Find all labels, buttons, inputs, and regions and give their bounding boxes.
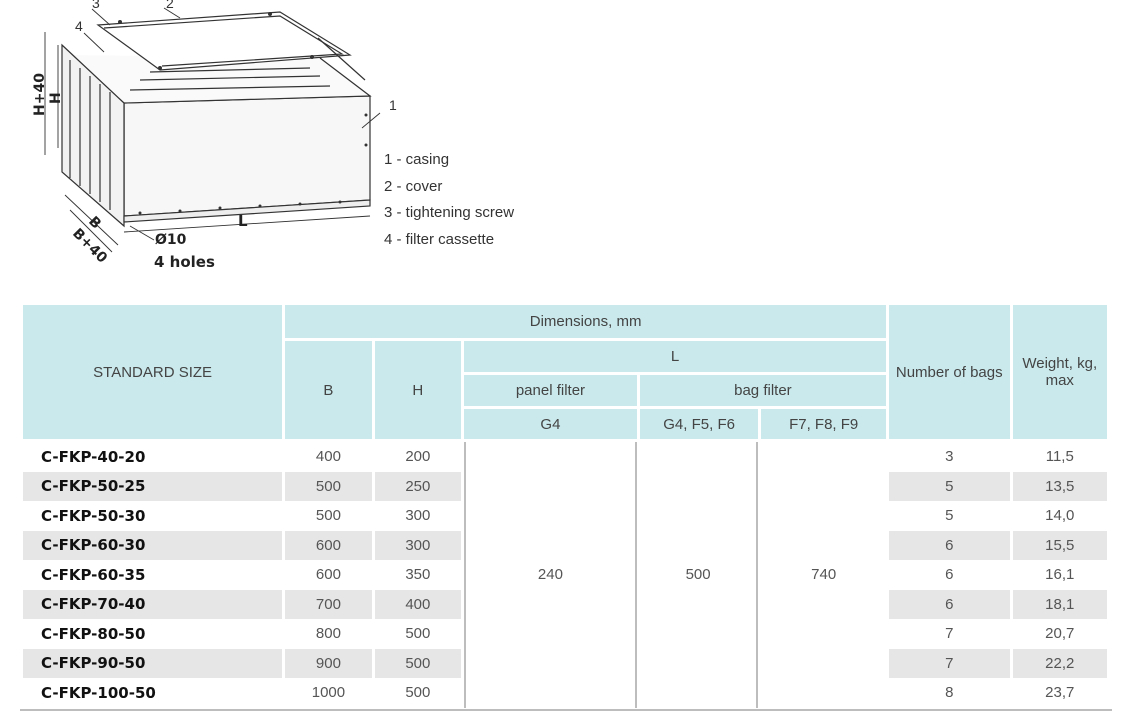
hole-diameter-label: Ø10 xyxy=(155,232,187,248)
standard-size-table: STANDARD SIZE Dimensions, mm Number of b… xyxy=(20,305,1110,708)
table-row: C-FKP-90-50 900 500 7 22,2 xyxy=(23,648,1107,678)
header-panel-filter: panel filter xyxy=(464,375,637,409)
cell-bags: 3 xyxy=(945,448,954,466)
header-bag-filter: bag filter xyxy=(639,375,886,409)
legend-item: 2 - cover xyxy=(384,177,443,195)
cell-h: 500 xyxy=(405,684,431,702)
header-number-of-bags: Number of bags xyxy=(888,305,1010,442)
callout-2: 2 xyxy=(166,0,174,11)
cell-size: C-FKP-50-25 xyxy=(23,471,283,501)
cell-bags: 6 xyxy=(888,530,1010,560)
table-row: C-FKP-70-40 700 400 6 18,1 xyxy=(23,589,1107,619)
cell-bags: 8 xyxy=(945,684,954,702)
callout-1: 1 xyxy=(389,97,397,113)
table-row: C-FKP-60-30 600 300 6 15,5 xyxy=(23,530,1107,560)
callout-3: 3 xyxy=(92,0,100,11)
cell-weight: 18,1 xyxy=(1012,589,1107,619)
header-b: B xyxy=(285,341,372,442)
table-row: C-FKP-80-50 800 500 7 20,7 xyxy=(23,619,1107,649)
filter-box-illustration: 3 2 4 1 H+40 H B B+40 L xyxy=(32,0,397,267)
cell-h: 400 xyxy=(374,589,462,619)
cell-weight: 14,0 xyxy=(1045,507,1075,525)
legend-item: 1 - casing xyxy=(384,151,450,168)
cell-h: 200 xyxy=(405,448,431,466)
legend-item: 4 - filter cassette xyxy=(384,230,495,248)
table-row: C-FKP-40-20 400 200 240 500 740 3 11,5 xyxy=(23,442,1107,708)
legend-item: 3 - tightening screw xyxy=(384,204,515,222)
header-f7-f8-f9: F7, F8, F9 xyxy=(761,409,886,442)
cell-size: C-FKP-100-50 xyxy=(41,683,156,702)
dim-h: H xyxy=(48,92,64,104)
cell-h: 300 xyxy=(405,507,431,525)
cell-weight: 15,5 xyxy=(1012,530,1107,560)
table-row: C-FKP-100-50 1000 500 8 23,7 xyxy=(23,678,1107,708)
cell-h: 250 xyxy=(374,471,462,501)
table-row: C-FKP-50-30 500 300 5 14,0 xyxy=(23,501,1107,531)
cell-b: 400 xyxy=(315,448,341,466)
cell-bags: 6 xyxy=(888,589,1010,619)
cell-weight: 11,5 xyxy=(1045,448,1074,466)
filter-box-drawing: 3 2 4 1 H+40 H B B+40 L Ø10 4 holes xyxy=(0,0,560,290)
cell-bags: 7 xyxy=(888,648,1010,678)
cell-b: 800 xyxy=(315,625,341,643)
cell-b: 1000 xyxy=(311,684,346,702)
header-weight: Weight, kg, max xyxy=(1012,305,1107,442)
cell-h: 500 xyxy=(405,625,431,643)
cell-bag-filter-l-g4f5f6: 500 xyxy=(640,442,759,708)
header-standard-size: STANDARD SIZE xyxy=(23,305,283,442)
table-row: C-FKP-60-35 600 350 6 16,1 xyxy=(23,560,1107,590)
cell-weight: 16,1 xyxy=(1045,566,1075,584)
cell-size: C-FKP-40-20 xyxy=(41,447,146,466)
cell-b: 600 xyxy=(285,530,372,560)
cell-size: C-FKP-50-30 xyxy=(41,506,146,525)
cell-b: 700 xyxy=(285,589,372,619)
cell-weight: 13,5 xyxy=(1012,471,1107,501)
cell-h: 350 xyxy=(405,566,431,584)
parts-legend: 1 - casing 2 - cover 3 - tightening scre… xyxy=(384,147,514,253)
holes-count-label: 4 holes xyxy=(154,253,215,271)
header-dimensions: Dimensions, mm xyxy=(285,305,886,341)
header-h: H xyxy=(374,341,462,442)
header-g4-f5-f6: G4, F5, F6 xyxy=(639,409,759,442)
cell-size: C-FKP-70-40 xyxy=(23,589,283,619)
cell-size: C-FKP-80-50 xyxy=(41,624,146,643)
cell-b: 600 xyxy=(315,566,341,584)
cell-size: C-FKP-60-35 xyxy=(41,565,146,584)
cell-bag-filter-l-f7f8f9: 740 xyxy=(811,566,837,584)
cell-weight: 22,2 xyxy=(1012,648,1107,678)
cell-bags: 7 xyxy=(945,625,954,643)
cell-b: 500 xyxy=(285,471,372,501)
cell-bags: 5 xyxy=(888,471,1010,501)
cell-size: C-FKP-60-30 xyxy=(23,530,283,560)
cell-h: 500 xyxy=(374,648,462,678)
cell-bags: 6 xyxy=(945,566,954,584)
header-l: L xyxy=(464,341,886,375)
cell-b: 900 xyxy=(285,648,372,678)
cell-weight: 23,7 xyxy=(1045,684,1075,702)
header-g4: G4 xyxy=(464,409,637,442)
table-bottom-rule xyxy=(20,709,1112,711)
callout-4: 4 xyxy=(75,18,83,34)
cell-h: 300 xyxy=(374,530,462,560)
cell-bags: 5 xyxy=(945,507,954,525)
cell-b: 500 xyxy=(315,507,341,525)
dim-h-outer: H+40 xyxy=(32,73,48,116)
dim-l: L xyxy=(238,212,248,230)
cell-weight: 20,7 xyxy=(1045,625,1075,643)
cell-size: C-FKP-90-50 xyxy=(23,648,283,678)
cell-panel-filter-l: 240 xyxy=(464,442,637,708)
table-row: C-FKP-50-25 500 250 5 13,5 xyxy=(23,471,1107,501)
